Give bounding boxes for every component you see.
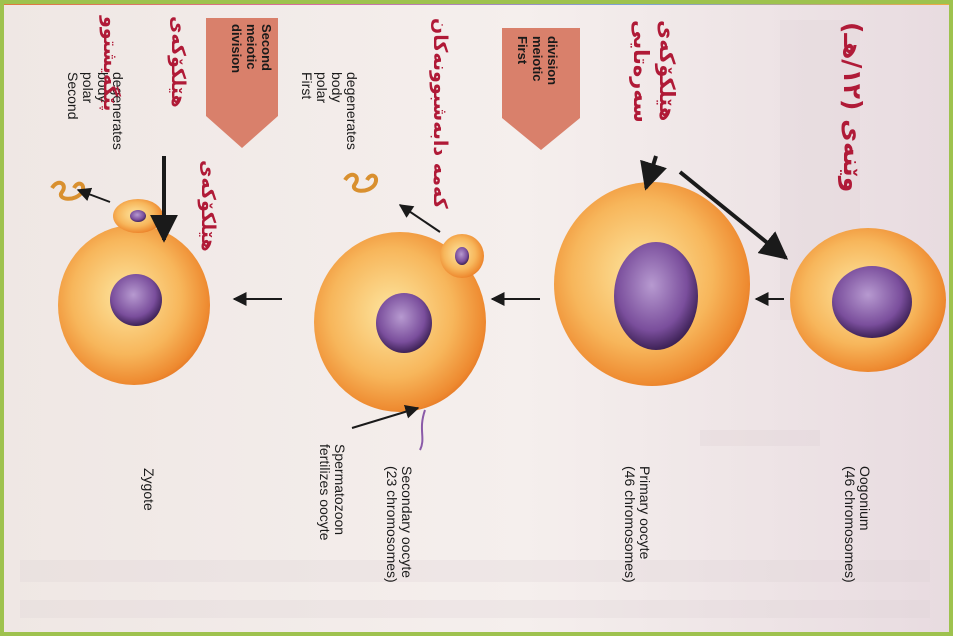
- figure: First meiotic division Second meiotic di…: [0, 0, 953, 636]
- figure-border: [0, 0, 953, 636]
